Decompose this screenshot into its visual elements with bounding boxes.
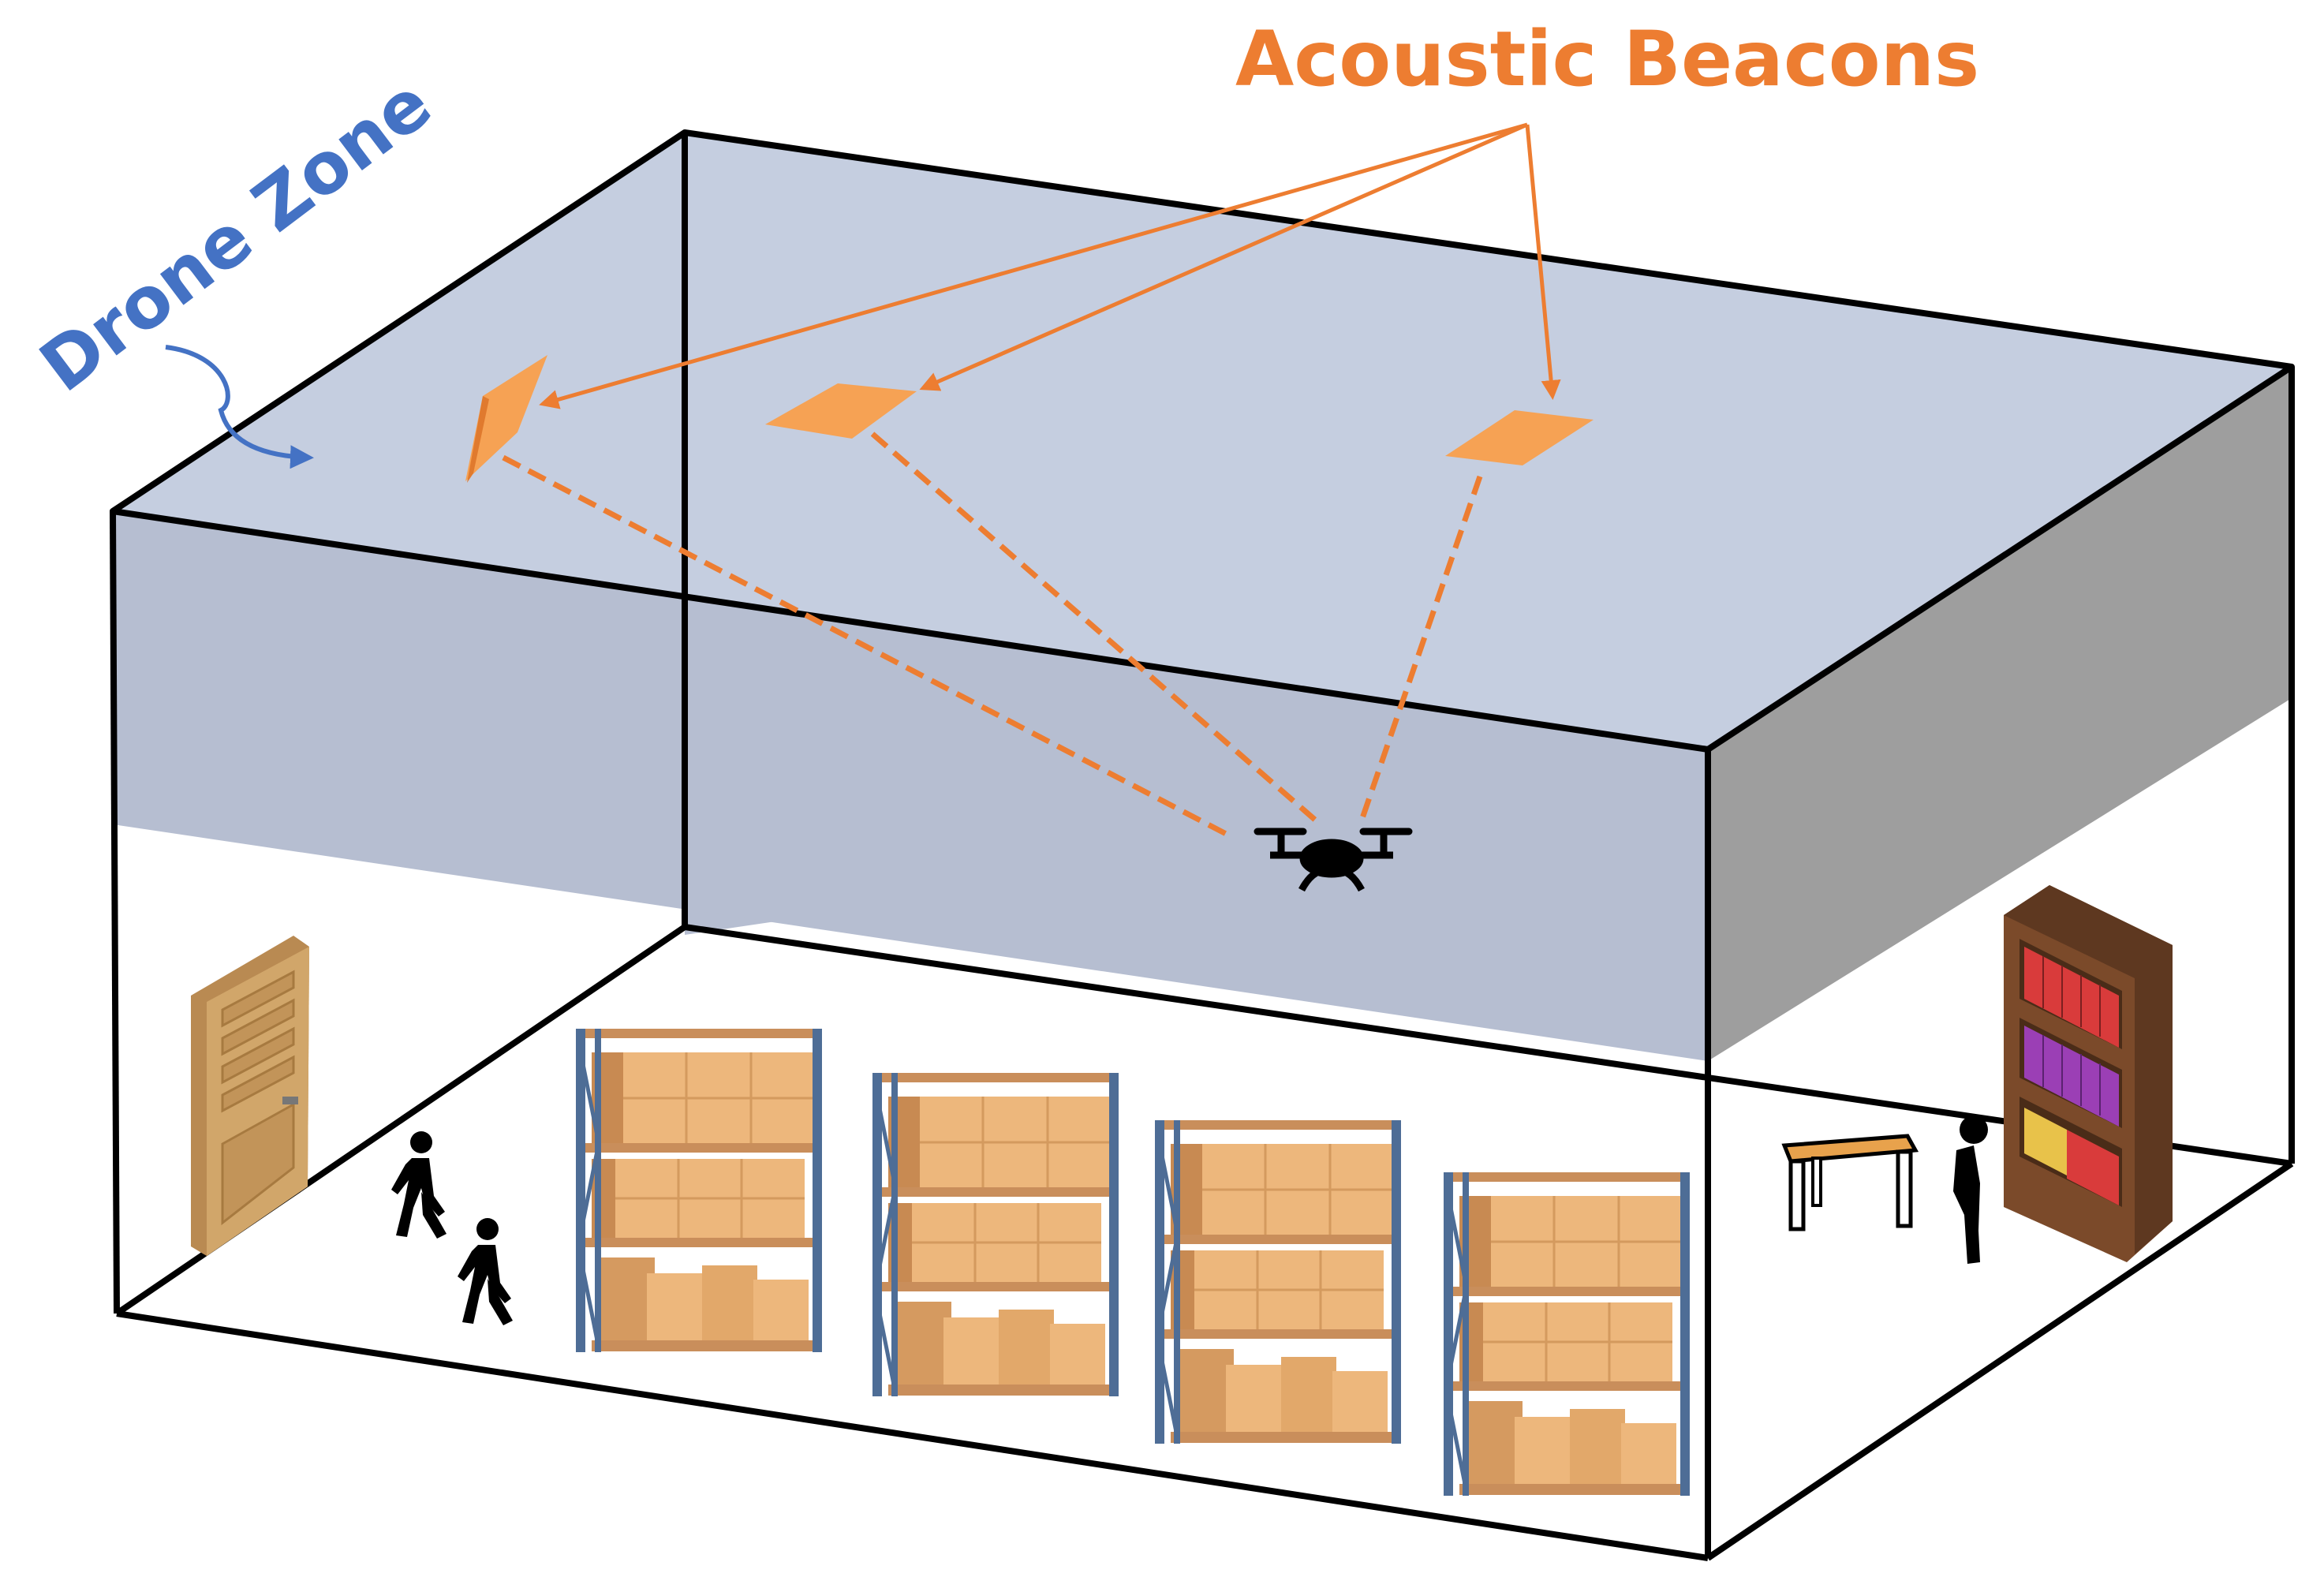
walking-person-icon bbox=[391, 1131, 446, 1239]
storage-rack-icon bbox=[1444, 1172, 1690, 1496]
beacon-panel-icon bbox=[465, 355, 547, 481]
right-wall-shade bbox=[1708, 367, 2292, 1061]
beacon-arrows bbox=[539, 122, 1561, 409]
beacon-panel-icon bbox=[1445, 410, 1594, 465]
front-wall-shade bbox=[113, 511, 1708, 1061]
storage-rack-icon bbox=[872, 1073, 1119, 1396]
acoustic-beacons-label: Acoustic Beacons bbox=[1235, 15, 1979, 103]
room-outline bbox=[110, 129, 2295, 1561]
door-icon bbox=[191, 936, 309, 1256]
beacon-panel-icon bbox=[467, 396, 489, 483]
storage-rack-icon bbox=[1155, 1120, 1401, 1444]
walking-person-icon bbox=[458, 1218, 513, 1325]
drone-zone-arrow bbox=[165, 345, 314, 469]
signal-lines bbox=[502, 432, 1483, 839]
bookcase-icon bbox=[2004, 885, 2173, 1262]
drone-icon bbox=[1254, 828, 1413, 892]
standing-person-icon bbox=[1953, 1115, 1988, 1264]
ceiling bbox=[113, 133, 2292, 749]
storage-rack-icon bbox=[576, 1029, 822, 1352]
beacon-panel-icon bbox=[765, 383, 917, 439]
table-icon bbox=[1781, 1134, 1919, 1231]
